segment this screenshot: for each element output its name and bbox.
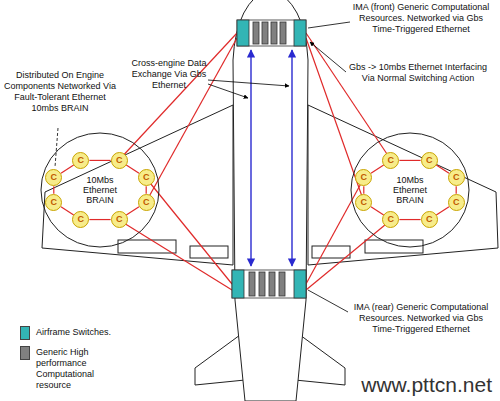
- engine-label: 10Mbs Ethernet BRAIN: [78, 175, 122, 205]
- gbs-links: [251, 50, 292, 266]
- component-circle: C: [448, 169, 465, 186]
- ring-link: [436, 165, 449, 173]
- left-flap: [118, 240, 176, 253]
- ring-link: [436, 207, 449, 215]
- nacelle-shape: [41, 133, 159, 247]
- component-circle: C: [355, 194, 372, 211]
- ring-link: [61, 165, 74, 173]
- ring-link: [456, 186, 457, 193]
- component-letter: C: [361, 198, 368, 207]
- component-circle: C: [111, 152, 128, 169]
- cross-engine-label: Cross-engine Data Exchange Via Gbs Ether…: [128, 58, 210, 91]
- watermark: www.pttcn.net: [359, 373, 494, 397]
- component-letter: C: [361, 173, 368, 182]
- component-circle: C: [448, 194, 465, 211]
- ima-rear-switch: [232, 270, 306, 298]
- component-letter: C: [388, 156, 395, 165]
- ring-link: [89, 160, 110, 161]
- component-letter: C: [143, 198, 150, 207]
- airframe-outline: [42, 0, 498, 401]
- component-circle: C: [421, 152, 438, 169]
- leader-lines: [55, 22, 350, 312]
- component-letter: C: [453, 198, 460, 207]
- component-circle: C: [382, 152, 399, 169]
- legend-text: Airframe Switches.: [36, 327, 146, 338]
- ring-link: [53, 186, 54, 193]
- left-wing: [42, 105, 233, 265]
- ring-link: [126, 165, 139, 173]
- component-circle: C: [138, 194, 155, 211]
- legend-text: Generic High performance Computational r…: [36, 347, 100, 391]
- component-letter: C: [51, 173, 58, 182]
- ima-front-label: IMA (front) Generic Computational Resour…: [352, 2, 490, 35]
- component-letter: C: [426, 215, 433, 224]
- component-circle: C: [72, 152, 89, 169]
- component-circle: C: [138, 169, 155, 186]
- engine-label: 10Mbs Ethernet BRAIN: [388, 175, 432, 205]
- ring-link: [399, 219, 420, 220]
- ring-link: [371, 207, 384, 215]
- nacelle-shape: [351, 133, 469, 247]
- ring-link: [371, 165, 384, 173]
- component-letter: C: [51, 198, 58, 207]
- component-circle: C: [421, 211, 438, 228]
- component-letter: C: [426, 156, 433, 165]
- component-letter: C: [143, 173, 150, 182]
- component-circle: C: [355, 169, 372, 186]
- component-circle: C: [111, 211, 128, 228]
- ring-link: [363, 186, 364, 193]
- legend-swatch: [20, 346, 30, 360]
- ima-front-switch: [237, 20, 306, 46]
- distributed-label: Distributed On Engine Components Network…: [4, 70, 116, 114]
- ring-link: [146, 186, 147, 193]
- legend-swatch: [20, 326, 30, 340]
- engine-nacelle: 10Mbs Ethernet BRAIN C C C C C C C C: [350, 132, 470, 248]
- component-letter: C: [78, 156, 85, 165]
- left-stabilizer: [195, 335, 245, 385]
- component-letter: C: [116, 156, 123, 165]
- component-letter: C: [388, 215, 395, 224]
- engine-nacelle: 10Mbs Ethernet BRAIN C C C C C C C C: [40, 132, 160, 248]
- ring-link: [89, 219, 110, 220]
- component-circle: C: [45, 169, 62, 186]
- ring-link: [61, 207, 74, 215]
- component-circle: C: [382, 211, 399, 228]
- component-letter: C: [453, 173, 460, 182]
- ima-rear-label: IMA (rear) Generic Computational Resourc…: [350, 302, 492, 335]
- component-letter: C: [78, 215, 85, 224]
- ring-link: [126, 207, 139, 215]
- interfacing-label: Gbs -> 10mbs Ethernet Interfacing Via No…: [346, 62, 490, 84]
- right-flap: [312, 246, 350, 258]
- ring-link: [399, 160, 420, 161]
- right-stabilizer: [295, 335, 345, 385]
- fuselage: [233, 0, 308, 401]
- component-letter: C: [116, 215, 123, 224]
- right-wing: [308, 105, 498, 265]
- component-circle: C: [45, 194, 62, 211]
- component-circle: C: [72, 211, 89, 228]
